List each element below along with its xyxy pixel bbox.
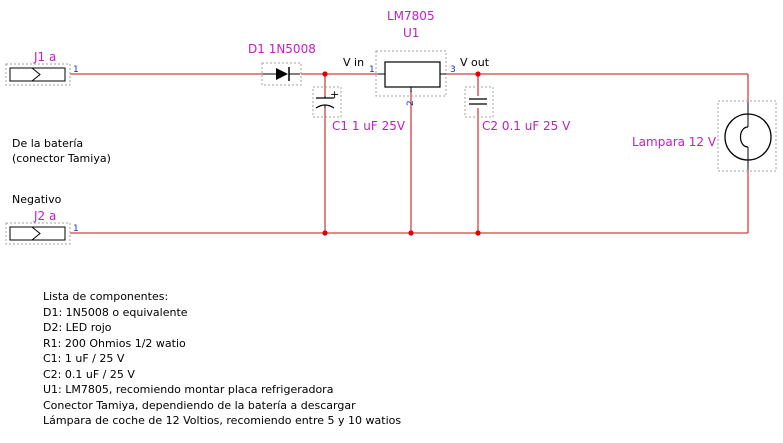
battery-label-line1: De la batería: [12, 137, 83, 150]
connector-icon: [5, 222, 71, 245]
c1-label: C1 1 uF 25V: [332, 119, 406, 133]
component-list-item: C1: 1 uF / 25 V: [43, 352, 125, 365]
u1-pin-out: 3: [450, 65, 456, 75]
regulator-icon: [375, 50, 447, 97]
component-list-item: R1: 200 Ohmios 1/2 watio: [43, 336, 186, 350]
component-list-title: Lista de componentes:: [43, 290, 169, 303]
component-list-item: U1: LM7805, recomiendo montar placa refr…: [43, 383, 334, 396]
diode-icon: [261, 62, 302, 86]
u1-ref-label: U1: [403, 26, 419, 40]
connector-icon: [5, 63, 71, 86]
regulator-u1: LM7805 U1 V in V out 1 3 2: [343, 9, 490, 106]
capacitor-icon: [312, 86, 342, 118]
c2-label: C2 0.1 uF 25 V: [482, 119, 571, 133]
node-c2-top: [475, 71, 481, 77]
capacitor-c2: C2 0.1 uF 25 V: [464, 86, 571, 133]
lamp-icon: [717, 100, 777, 172]
u1-pin-gnd: 2: [406, 100, 416, 106]
connector-j1: J1 a 1: [5, 50, 79, 86]
capacitor-icon: [464, 86, 494, 118]
component-list-item: Lámpara de coche de 12 Voltios, recomien…: [43, 414, 402, 427]
lamp: Lampara 12 V: [632, 100, 777, 172]
j2-label: J2 a: [33, 209, 56, 223]
u1-part-label: LM7805: [387, 9, 435, 23]
component-list-item: D2: LED rojo: [43, 321, 112, 334]
negativo-label: Negativo: [12, 193, 62, 206]
j1-label: J1 a: [33, 50, 56, 64]
junction-nodes: [322, 71, 481, 236]
component-list: Lista de componentes: D1: 1N5008 o equiv…: [43, 289, 401, 429]
capacitor-c1: + C1 1 uF 25V: [312, 86, 406, 133]
vout-label: V out: [460, 56, 490, 69]
vin-label: V in: [343, 56, 364, 69]
wires: [70, 73, 749, 234]
component-list-item: Conector Tamiya, dependiendo de la bater…: [43, 398, 356, 412]
j2-pin-label: 1: [73, 224, 79, 234]
component-list-item: C2: 0.1 uF / 25 V: [43, 367, 135, 381]
component-list-item: D1: 1N5008 o equivalente: [43, 305, 188, 319]
d1-label: D1 1N5008: [248, 42, 316, 56]
connector-j2: J2 a 1: [5, 209, 79, 245]
c1-plus-sign: +: [330, 88, 339, 101]
u1-pin-in: 1: [369, 65, 375, 75]
lamp-label: Lampara 12 V: [632, 135, 717, 149]
node-c1-bottom: [322, 230, 328, 236]
node-c1-top: [322, 71, 328, 77]
diode-d1: D1 1N5008: [248, 42, 316, 86]
battery-label-line2: (conector Tamiya): [12, 152, 111, 165]
node-reg-bottom: [408, 230, 414, 236]
j1-pin-label: 1: [73, 65, 79, 75]
node-c2-bottom: [475, 230, 481, 236]
